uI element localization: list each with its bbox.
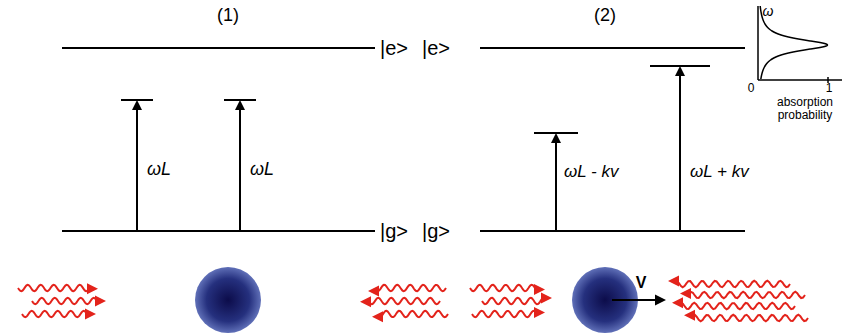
- virtual-level: [121, 99, 153, 101]
- frequency-label: ωL - kv: [564, 163, 619, 182]
- laser-arrow-head: [360, 296, 371, 307]
- arrow-head: [132, 100, 142, 110]
- arrow-head: [235, 100, 245, 110]
- virtual-level: [650, 65, 710, 67]
- laser-wave: [18, 285, 89, 291]
- laser-wave: [677, 281, 790, 287]
- laser-wave: [22, 311, 87, 317]
- panel-number: (1): [217, 6, 239, 26]
- laser-wave: [693, 315, 808, 321]
- ground-level: [480, 230, 745, 232]
- laser-wave: [689, 292, 805, 298]
- laser-wave: [377, 285, 446, 291]
- laser-arrow-head: [680, 288, 691, 299]
- transition-arrow: [239, 108, 241, 231]
- ground-level: [62, 230, 375, 232]
- laser-arrow-head: [85, 309, 96, 320]
- arrow-head: [551, 133, 561, 143]
- laser-arrow-head: [534, 284, 545, 295]
- axis-label: absorption probability: [763, 96, 847, 122]
- laser-arrow-head: [368, 285, 379, 296]
- laser-wave: [472, 311, 536, 317]
- frequency-label: ωL + kv: [690, 163, 749, 182]
- laser-arrow-head: [87, 283, 98, 294]
- axis-number: 0: [748, 82, 755, 95]
- excited-level: [480, 47, 745, 49]
- panel-number: (2): [594, 6, 616, 26]
- laser-arrow-head: [672, 297, 683, 308]
- laser-arrow-head: [372, 311, 383, 322]
- laser-wave: [470, 285, 536, 291]
- frequency-label: ωL: [250, 160, 274, 180]
- axis-number: 1: [826, 82, 833, 95]
- laser-arrow-head: [534, 307, 545, 318]
- transition-arrow: [679, 74, 681, 231]
- laser-arrow-head: [668, 276, 679, 287]
- laser-arrow-head: [684, 310, 695, 321]
- arrow-head: [655, 295, 666, 306]
- frequency-label: ωL: [147, 160, 171, 180]
- laser-wave: [381, 311, 448, 317]
- transition-arrow: [136, 108, 138, 231]
- arrow-head: [675, 66, 685, 76]
- atom: [195, 267, 261, 333]
- virtual-level: [534, 132, 578, 134]
- laser-arrow-head: [95, 296, 106, 307]
- virtual-level: [224, 99, 256, 101]
- axis: [758, 79, 842, 81]
- laser-arrow-head: [541, 293, 552, 304]
- velocity-label: V: [636, 274, 647, 292]
- laser-wave: [369, 298, 440, 304]
- laser-wave: [482, 298, 543, 304]
- transition-arrow: [555, 141, 557, 231]
- velocity-arrow: [612, 299, 655, 301]
- state-label: |g>: [422, 220, 450, 242]
- state-label: |e>: [422, 37, 450, 59]
- state-label: |g>: [380, 220, 408, 242]
- excited-level: [62, 47, 375, 49]
- axis-label: ω: [763, 4, 774, 19]
- laser-wave: [32, 298, 97, 304]
- axis: [757, 6, 759, 80]
- state-label: |e>: [380, 37, 408, 59]
- laser-wave: [681, 303, 795, 309]
